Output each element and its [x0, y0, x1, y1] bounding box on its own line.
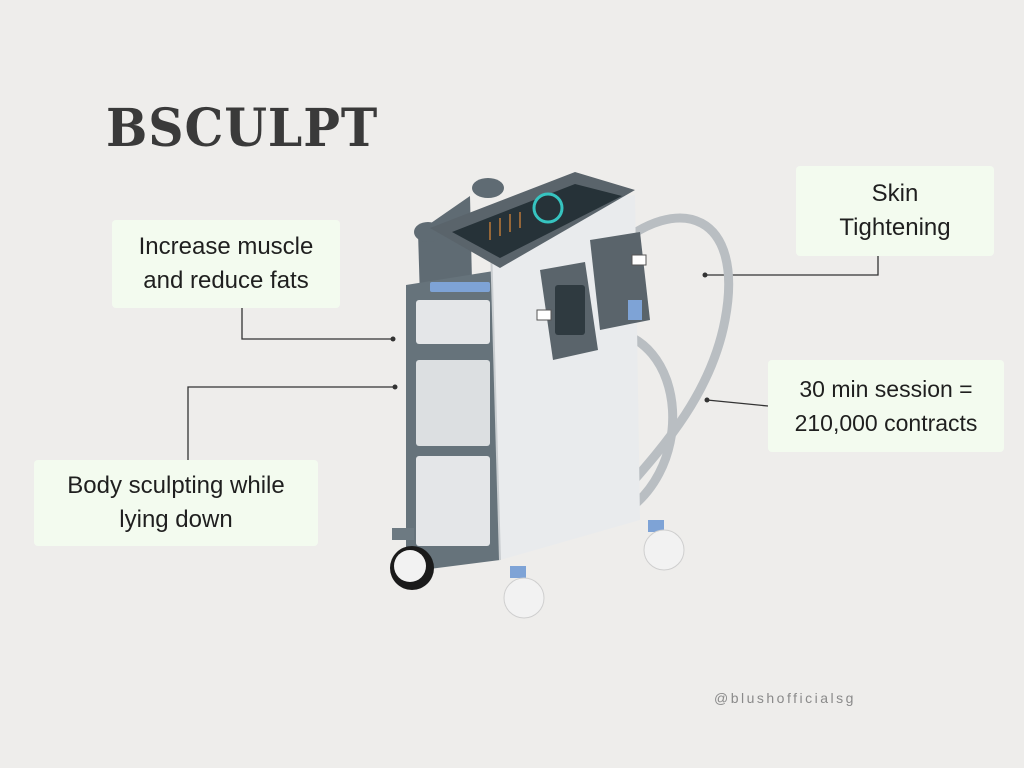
callout-session-line1: 30 min session = — [799, 376, 973, 402]
connector-muscle — [241, 308, 393, 340]
applicator-right — [590, 232, 650, 330]
callout-skin-line2: Tightening — [839, 214, 951, 241]
connector-skin — [705, 256, 879, 276]
social-handle: @blushofficialsg — [714, 690, 856, 706]
callout-muscle: Increase muscle and reduce fats — [112, 220, 340, 308]
callout-session-line2: 210,000 contracts — [794, 410, 978, 436]
callout-muscle-line2: and reduce fats — [143, 267, 309, 294]
applicator-left — [536, 262, 598, 360]
callout-skin-line1: Skin — [871, 180, 919, 207]
blue-handle — [430, 282, 490, 292]
connector-session — [706, 399, 769, 407]
callout-skin: Skin Tightening — [796, 166, 994, 256]
connector-lines — [187, 256, 879, 460]
callout-muscle-line1: Increase muscle — [138, 233, 314, 260]
wheels — [390, 520, 685, 619]
callout-session: 30 min session = 210,000 contracts — [768, 360, 1004, 452]
connector-dots — [390, 272, 710, 403]
callout-body-line2: lying down — [119, 506, 233, 533]
page-title: BSCULPT — [106, 98, 379, 159]
callout-body: Body sculpting while lying down — [34, 460, 318, 546]
connector-body — [187, 386, 395, 460]
machine-screen — [452, 184, 622, 258]
callout-body-line1: Body sculpting while — [67, 472, 285, 499]
